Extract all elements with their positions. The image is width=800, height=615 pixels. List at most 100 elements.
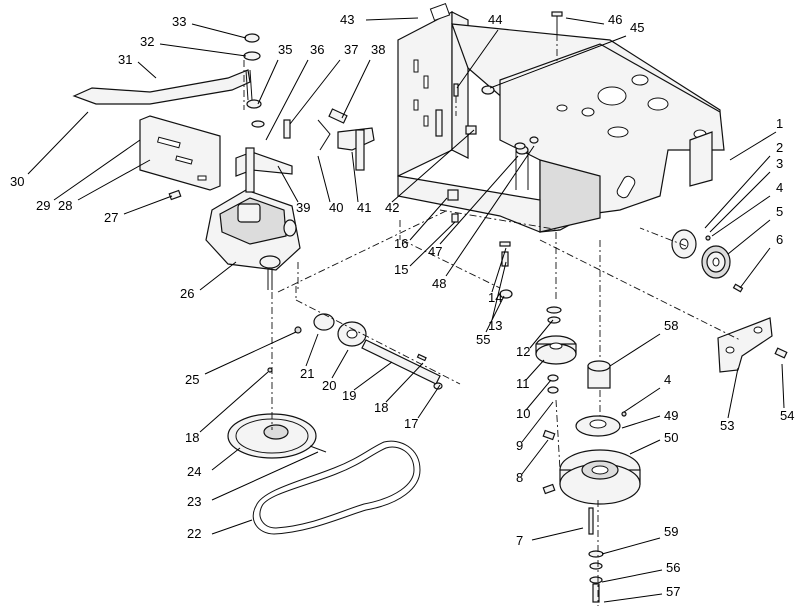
callout-p9: 9 bbox=[516, 438, 523, 453]
callout-p2: 2 bbox=[776, 140, 783, 155]
callout-p27: 27 bbox=[104, 210, 118, 225]
leader-line-p13 bbox=[491, 261, 507, 321]
leader-line-p27 bbox=[123, 195, 173, 215]
axle-assembly bbox=[267, 313, 443, 390]
leader-line-p50 bbox=[629, 439, 661, 455]
leader-line-p4 bbox=[711, 195, 771, 237]
callout-p4: 4 bbox=[776, 180, 783, 195]
leader-line-p3 bbox=[709, 171, 771, 233]
leader-line-p4b bbox=[623, 387, 661, 413]
callout-p37: 37 bbox=[344, 42, 358, 57]
control-lever bbox=[72, 33, 291, 139]
callout-p26: 26 bbox=[180, 286, 194, 301]
leader-line-p21 bbox=[305, 333, 319, 367]
callout-p14: 14 bbox=[488, 290, 502, 305]
leader-line-p38 bbox=[341, 59, 371, 119]
callout-p20: 20 bbox=[322, 378, 336, 393]
leader-line-p53 bbox=[727, 367, 739, 419]
leader-line-p16 bbox=[409, 197, 448, 241]
callout-p39: 39 bbox=[296, 200, 310, 215]
callout-p23: 23 bbox=[187, 494, 201, 509]
leader-line-p11 bbox=[525, 359, 545, 381]
leader-line-p33 bbox=[191, 23, 247, 39]
hydrostatic-transmission bbox=[205, 147, 301, 290]
callout-p7: 7 bbox=[516, 533, 523, 548]
leader-line-p43 bbox=[365, 17, 419, 21]
leader-line-p49 bbox=[621, 415, 661, 429]
callout-p46: 46 bbox=[608, 12, 622, 27]
leader-line-p28 bbox=[77, 159, 151, 201]
callout-p1: 1 bbox=[776, 116, 783, 131]
callout-p3: 3 bbox=[776, 156, 783, 171]
leader-line-p31 bbox=[137, 61, 157, 79]
callout-p58: 58 bbox=[664, 318, 678, 333]
callout-p43: 43 bbox=[340, 12, 354, 27]
leader-line-p47 bbox=[439, 155, 519, 245]
leader-line-p23 bbox=[211, 451, 319, 501]
leader-line-p2 bbox=[704, 155, 771, 229]
callout-p24: 24 bbox=[187, 464, 201, 479]
callout-p22: 22 bbox=[187, 526, 201, 541]
leader-line-p22 bbox=[211, 519, 253, 535]
callout-p56: 56 bbox=[666, 560, 680, 575]
leader-line-p18b bbox=[385, 362, 424, 403]
leader-line-p39 bbox=[277, 165, 299, 203]
callout-p32: 32 bbox=[140, 34, 154, 49]
leader-line-p10 bbox=[525, 379, 552, 411]
callout-p18b: 18 bbox=[374, 400, 388, 415]
dashed-centerlines bbox=[243, 34, 741, 606]
leader-line-p6 bbox=[739, 247, 771, 289]
idler-pulley-assembly bbox=[671, 229, 744, 293]
callout-p6: 6 bbox=[776, 232, 783, 247]
leader-line-p5 bbox=[727, 219, 771, 255]
leader-line-p24 bbox=[211, 447, 241, 471]
callout-p25: 25 bbox=[185, 372, 199, 387]
leader-line-p56 bbox=[601, 569, 663, 583]
callout-p54: 54 bbox=[780, 408, 794, 423]
leader-line-p17 bbox=[417, 384, 441, 419]
leader-line-p32 bbox=[159, 43, 247, 57]
leader-line-p15 bbox=[409, 221, 456, 267]
callout-p42: 42 bbox=[385, 200, 399, 215]
callout-p33: 33 bbox=[172, 14, 186, 29]
callout-p8: 8 bbox=[516, 470, 523, 485]
leader-line-p44 bbox=[456, 29, 499, 89]
callout-p13: 13 bbox=[488, 318, 502, 333]
chassis-frame bbox=[397, 2, 725, 233]
right-bracket bbox=[717, 317, 788, 373]
callout-p50: 50 bbox=[664, 430, 678, 445]
callout-p35: 35 bbox=[278, 42, 292, 57]
callout-p48: 48 bbox=[432, 276, 446, 291]
callout-p11: 11 bbox=[516, 376, 530, 391]
callout-p10: 10 bbox=[516, 406, 530, 421]
callout-p41: 41 bbox=[357, 200, 371, 215]
center-pulley-stack bbox=[535, 306, 641, 603]
leader-line-p30 bbox=[27, 111, 89, 175]
callout-p49: 49 bbox=[664, 408, 678, 423]
callout-p31: 31 bbox=[118, 52, 132, 67]
callout-p59: 59 bbox=[664, 524, 678, 539]
leader-line-p40 bbox=[317, 155, 331, 203]
linkage-parts bbox=[317, 11, 563, 171]
callout-p4b: 4 bbox=[664, 372, 671, 387]
leader-line-p45 bbox=[489, 35, 627, 89]
leader-line-p7 bbox=[531, 527, 584, 541]
leader-line-p46 bbox=[565, 17, 605, 25]
leader-line-p36 bbox=[265, 59, 309, 141]
leader-line-p48 bbox=[445, 145, 535, 277]
leader-line-p14 bbox=[491, 247, 507, 293]
leader-line-p54 bbox=[781, 363, 785, 409]
leader-line-p29 bbox=[53, 139, 141, 201]
callout-p28: 28 bbox=[58, 198, 72, 213]
callout-p53: 53 bbox=[720, 418, 734, 433]
callout-p30: 30 bbox=[10, 174, 24, 189]
callout-p5: 5 bbox=[776, 204, 783, 219]
mounting-bracket bbox=[139, 115, 221, 201]
callout-p44: 44 bbox=[488, 12, 502, 27]
callout-p47: 47 bbox=[428, 244, 442, 259]
leader-line-p20 bbox=[331, 349, 349, 379]
leader-line-p1 bbox=[729, 131, 777, 161]
drive-pulley-and-belt bbox=[227, 413, 421, 535]
